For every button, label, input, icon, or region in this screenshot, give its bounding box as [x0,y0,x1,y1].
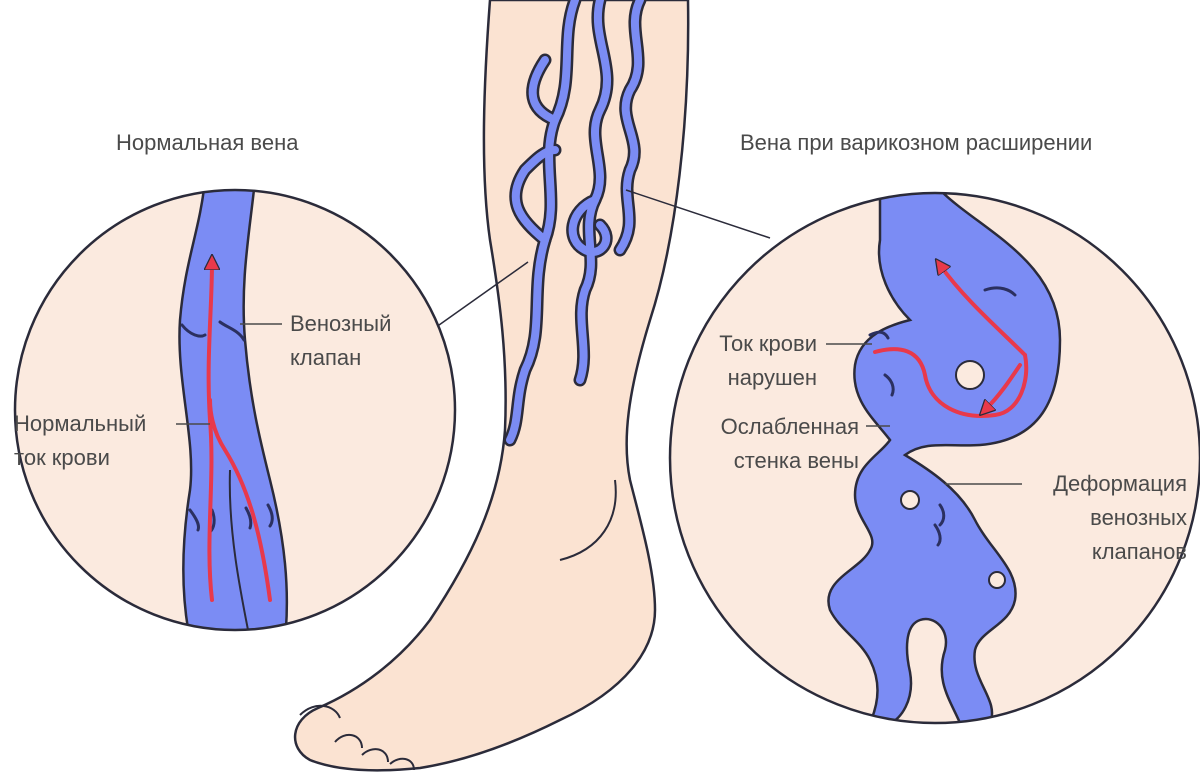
flow-disrupted-label: Ток крови нарушен [719,331,817,390]
vein-split-line [228,469,251,630]
varicose-vein-title: Вена при варикозном расширении [740,130,1093,155]
label-leader-lines [176,323,1022,485]
varicose-loop-hole-2 [900,490,920,510]
varicose-loop-hole [955,360,985,390]
valve-label: Венозный клапан [290,311,392,370]
connector-line-left [431,261,529,331]
normal-flow-label: Нормальный ток крови [14,411,147,470]
normal-vein-title: Нормальная вена [116,130,299,155]
toes [299,704,415,771]
normal-vein-zoom [13,188,457,632]
varicose-loop-hole-3 [988,571,1006,589]
deformed-valve-flaps [868,286,1017,547]
varicose-zoom-circle [670,193,1200,723]
varicose-vein-zoom [668,191,1200,725]
leg-shape [293,0,690,772]
leg-veins [503,0,647,447]
normal-flow-arrows [209,262,272,602]
varicose-vein [827,193,1062,723]
leg [293,0,690,772]
disrupted-flow-arrows [873,265,1029,418]
weak-wall-label: Ослабленная стенка вены [720,414,859,473]
ankle-line [559,479,617,561]
valve-deformation-label: Деформация венозных клапанов [1053,471,1187,564]
connector-line-right [625,189,771,239]
